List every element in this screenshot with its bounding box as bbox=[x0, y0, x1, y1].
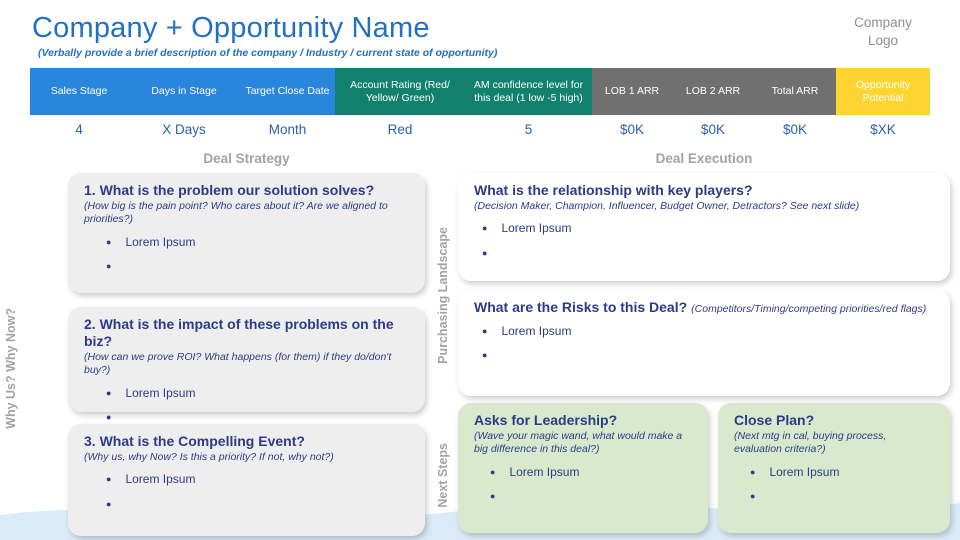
col-header-target-close-date: Target Close Date bbox=[240, 68, 335, 115]
section-header-deal-execution: Deal Execution bbox=[655, 151, 753, 166]
bullet-dot: ● bbox=[482, 350, 488, 361]
box-hint: (Why us, why Now? Is this a priority? If… bbox=[84, 450, 334, 463]
bullet-text: Lorem Ipsum bbox=[125, 235, 196, 250]
summary-table-header-row: Sales Stage Days in Stage Target Close D… bbox=[30, 68, 930, 115]
box-hint: (How big is the pain point? Who cares ab… bbox=[84, 199, 388, 226]
bullet-text: Lorem Ipsum bbox=[501, 221, 572, 236]
bullet-list: ● Lorem Ipsum ● bbox=[474, 465, 692, 503]
bullet-item: ● bbox=[84, 410, 409, 424]
bullet-dot: ● bbox=[750, 491, 756, 502]
bullet-text: Lorem Ipsum bbox=[769, 465, 840, 480]
execution-box-risks: What are the Risks to this Deal?(Competi… bbox=[458, 290, 950, 396]
bullet-text: Lorem Ipsum bbox=[125, 472, 196, 487]
box-title: Close Plan? bbox=[734, 412, 815, 428]
bullet-text: Lorem Ipsum bbox=[125, 385, 196, 400]
box-hint: (How can we prove ROI? What happens (for… bbox=[84, 350, 392, 377]
page-subtitle: (Verbally provide a brief description of… bbox=[38, 47, 498, 59]
vertical-label-why-us-why-now: Why Us? Why Now? bbox=[0, 288, 22, 448]
box-hint: (Competitors/Timing/competing priorities… bbox=[691, 303, 927, 315]
box-title: Asks for Leadership? bbox=[474, 412, 618, 428]
bullet-dot: ● bbox=[482, 247, 488, 258]
bullet-item: ● bbox=[474, 246, 934, 260]
bullet-item: ● Lorem Ipsum bbox=[84, 235, 409, 249]
value-lob2-arr: $0K bbox=[700, 121, 726, 137]
box-title: What are the Risks to this Deal?(Competi… bbox=[474, 299, 934, 316]
col-header-total-arr: Total ARR bbox=[754, 68, 836, 115]
summary-table: Sales Stage Days in Stage Target Close D… bbox=[30, 68, 930, 143]
bullet-item: ● Lorem Ipsum bbox=[84, 472, 409, 486]
value-target-close-date: Month bbox=[268, 121, 307, 137]
bullet-item: ● bbox=[474, 489, 692, 503]
bullet-dot: ● bbox=[106, 474, 112, 485]
bullet-item: ● Lorem Ipsum bbox=[734, 465, 934, 479]
vertical-label-purchasing-text: Purchasing Landscape bbox=[436, 226, 450, 364]
bullet-dot: ● bbox=[750, 467, 756, 478]
bullet-list: ● Lorem Ipsum ● bbox=[474, 324, 934, 362]
value-account-rating: Red bbox=[387, 121, 413, 137]
summary-table-value-row: 4 X Days Month Red 5 $0K $0K $0K $XK bbox=[30, 115, 930, 143]
bullet-list: ● Lorem Ipsum ● bbox=[474, 221, 934, 259]
vertical-label-why-us-text: Why Us? Why Now? bbox=[4, 307, 18, 429]
box-hint: (Wave your magic wand, what would make a… bbox=[474, 429, 683, 456]
bullet-item: ● bbox=[734, 489, 934, 503]
col-header-am-confidence: AM confidence level for this deal (1 low… bbox=[465, 68, 592, 115]
page-title: Company + Opportunity Name bbox=[32, 12, 430, 44]
vertical-label-next-steps-text: Next Steps bbox=[436, 443, 450, 508]
bullet-dot: ● bbox=[106, 412, 112, 423]
value-total-arr: $0K bbox=[782, 121, 808, 137]
box-title: 1. What is the problem our solution solv… bbox=[84, 182, 375, 198]
company-logo-line1: Company bbox=[854, 15, 912, 30]
bullet-list: ● Lorem Ipsum ● bbox=[734, 465, 934, 503]
vertical-label-next-steps: Next Steps bbox=[432, 428, 454, 523]
vertical-label-purchasing-landscape: Purchasing Landscape bbox=[432, 195, 454, 395]
bullet-text: Lorem Ipsum bbox=[509, 465, 580, 480]
bullet-list: ● Lorem Ipsum ● bbox=[84, 472, 409, 510]
bullet-item: ● Lorem Ipsum bbox=[84, 386, 409, 400]
bullet-item: ● Lorem Ipsum bbox=[474, 324, 934, 338]
execution-box-key-players: What is the relationship with key player… bbox=[458, 173, 950, 281]
col-header-lob2-arr: LOB 2 ARR bbox=[672, 68, 754, 115]
bullet-dot: ● bbox=[106, 237, 112, 248]
value-opportunity-potential: $XK bbox=[870, 121, 896, 137]
bullet-text: Lorem Ipsum bbox=[501, 323, 572, 338]
box-title: What is the relationship with key player… bbox=[474, 182, 753, 198]
box-title: 2. What is the impact of these problems … bbox=[84, 316, 394, 349]
box-title: 3. What is the Compelling Event? bbox=[84, 433, 305, 449]
bullet-dot: ● bbox=[106, 261, 112, 272]
value-sales-stage: 4 bbox=[75, 121, 83, 137]
execution-box-asks-for-leadership: Asks for Leadership? (Wave your magic wa… bbox=[458, 403, 708, 533]
bullet-list: ● Lorem Ipsum ● bbox=[84, 235, 409, 273]
bullet-dot: ● bbox=[106, 498, 112, 509]
company-logo-line2: Logo bbox=[867, 33, 899, 49]
bullet-item: ● bbox=[84, 497, 409, 511]
bullet-item: ● Lorem Ipsum bbox=[474, 221, 934, 235]
bullet-list: ● Lorem Ipsum ● bbox=[84, 386, 409, 424]
box-hint: (Next mtg in cal, buying process, evalua… bbox=[734, 429, 887, 456]
bullet-dot: ● bbox=[482, 223, 488, 234]
col-header-days-in-stage: Days in Stage bbox=[128, 68, 240, 115]
value-lob1-arr: $0K bbox=[619, 121, 645, 137]
col-header-account-rating: Account Rating (Red/ Yellow/ Green) bbox=[335, 68, 465, 115]
bullet-item: ● Lorem Ipsum bbox=[474, 465, 692, 479]
col-header-sales-stage: Sales Stage bbox=[30, 68, 128, 115]
bullet-dot: ● bbox=[106, 387, 112, 398]
execution-box-close-plan: Close Plan? (Next mtg in cal, buying pro… bbox=[718, 403, 950, 533]
bullet-item: ● bbox=[84, 259, 409, 273]
col-header-opportunity-potential: Opportunity Potential bbox=[836, 68, 930, 115]
box-hint: (Decision Maker, Champion, Influencer, B… bbox=[474, 199, 860, 212]
strategy-box-impact: 2. What is the impact of these problems … bbox=[68, 307, 425, 422]
col-header-lob1-arr: LOB 1 ARR bbox=[592, 68, 672, 115]
bullet-dot: ● bbox=[482, 325, 488, 336]
section-header-deal-strategy: Deal Strategy bbox=[203, 151, 290, 166]
bullet-dot: ● bbox=[490, 491, 496, 502]
strategy-box-problem: 1. What is the problem our solution solv… bbox=[68, 173, 425, 293]
bullet-dot: ● bbox=[490, 467, 496, 478]
value-days-in-stage: X Days bbox=[162, 121, 206, 137]
box-title-text: What are the Risks to this Deal? bbox=[474, 299, 688, 315]
strategy-box-compelling-event: 3. What is the Compelling Event? (Why us… bbox=[68, 424, 425, 536]
company-logo-placeholder: Company Logo bbox=[828, 14, 938, 50]
bullet-item: ● bbox=[474, 348, 934, 362]
value-am-confidence: 5 bbox=[524, 121, 533, 137]
